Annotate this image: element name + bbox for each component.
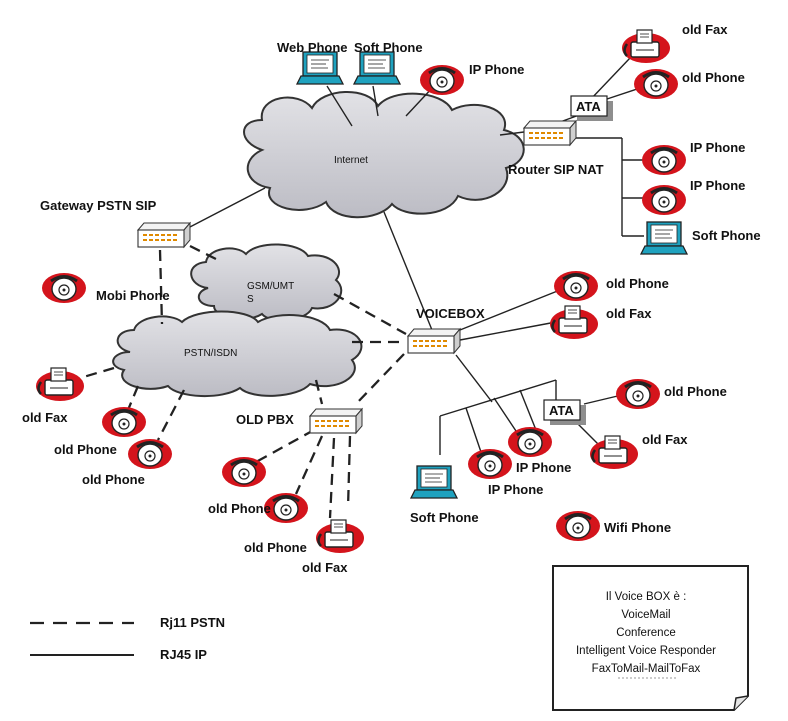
legend-solid-label: RJ45 IP: [160, 647, 207, 662]
ip-phone-b1-icon: [506, 425, 554, 459]
note-line-voicemail: VoiceMail: [621, 609, 671, 621]
ip-phone-b2-label: IP Phone: [488, 482, 543, 497]
old-phone-left2-icon: [126, 437, 174, 471]
router-label: Router SIP NAT: [508, 162, 604, 177]
legend-dashed-label: Rj11 PSTN: [160, 615, 225, 630]
old-fax-top-label: old Fax: [682, 22, 728, 37]
gateway-pstn-sip-icon: [137, 222, 191, 248]
old-phone-left1-label: old Phone: [54, 442, 117, 457]
voicebox-label: VOICEBOX: [416, 306, 485, 321]
gsm-label-line1: GSM/UMT: [247, 281, 294, 292]
ip-phone-b2-icon: [466, 447, 514, 481]
old-phone-left1-icon: [100, 405, 148, 439]
voicebox-icon: [407, 328, 461, 354]
mobi-phone-icon: [40, 271, 88, 305]
ip-phone-r2-icon: [640, 183, 688, 217]
ata-top-label: ATA: [576, 99, 601, 114]
web-phone-laptop-icon: [296, 51, 344, 85]
ip-phone-r2-label: IP Phone: [690, 178, 745, 193]
ip-phone-top-icon: [418, 63, 466, 97]
note-line-conference: Conference: [616, 627, 676, 639]
old-phone-left2-label: old Phone: [82, 472, 145, 487]
internet-label: Internet: [334, 155, 368, 166]
old-pbx-icon: [309, 408, 363, 434]
old-fax-vb-label: old Fax: [606, 306, 652, 321]
legend: Rj11 PSTN RJ45 IP: [30, 615, 225, 662]
old-fax-ata-label: old Fax: [642, 432, 688, 447]
soft-phone-top-label: Soft Phone: [354, 40, 423, 55]
gsm-label-line2: S: [247, 294, 254, 305]
old-phone-vb-icon: [552, 269, 600, 303]
web-phone-label: Web Phone: [277, 40, 348, 55]
old-phone-pbx2-label: old Phone: [244, 540, 307, 555]
ata-top-box: ATA: [570, 95, 613, 121]
ata-bottom-box: ATA: [543, 399, 586, 425]
note-line-ivr: Intelligent Voice Responder: [575, 645, 716, 657]
ip-phone-r1-label: IP Phone: [690, 140, 745, 155]
note-card: [552, 565, 749, 711]
old-phone-vb-label: old Phone: [606, 276, 669, 291]
wifi-phone-label: Wifi Phone: [604, 520, 671, 535]
soft-phone-right-icon: [640, 221, 688, 255]
old-fax-left-icon: [34, 366, 86, 403]
soft-phone-bottom-label: Soft Phone: [410, 510, 479, 525]
soft-phone-right-label: Soft Phone: [692, 228, 761, 243]
soft-phone-laptop-icon: [353, 51, 401, 85]
router-sip-nat-icon: [523, 120, 577, 146]
gateway-label: Gateway PSTN SIP: [40, 198, 157, 213]
old-phone-pbx1-icon: [220, 455, 268, 489]
pstn-label: PSTN/ISDN: [184, 348, 237, 359]
wifi-phone-icon: [554, 509, 602, 543]
ip-phone-b1-label: IP Phone: [516, 460, 571, 475]
old-fax-left-label: old Fax: [22, 410, 68, 425]
old-phone-top-label: old Phone: [682, 70, 745, 85]
old-fax-top-icon: [620, 28, 672, 65]
old-fax-pbx-icon: [314, 518, 366, 555]
pstn-links: [79, 244, 407, 519]
pstn-cloud: [112, 310, 363, 397]
old-phone-ata-label: old Phone: [664, 384, 727, 399]
old-fax-ata-icon: [588, 434, 640, 471]
old-fax-vb-icon: [548, 304, 600, 341]
old-pbx-label: OLD PBX: [236, 412, 294, 427]
old-phone-pbx1-label: old Phone: [208, 501, 271, 516]
note-title: Il Voice BOX è :: [605, 591, 687, 603]
note-line-fax: FaxToMail-MailToFax: [591, 663, 701, 675]
ip-phone-r1-icon: [640, 143, 688, 177]
ata-bottom-label: ATA: [549, 403, 574, 418]
internet-cloud: [243, 91, 525, 219]
soft-phone-bottom-icon: [410, 465, 458, 499]
old-phone-top-icon: [632, 67, 680, 101]
note-text: Il Voice BOX è : VoiceMail Conference In…: [560, 564, 732, 704]
ip-phone-top-label: IP Phone: [469, 62, 524, 77]
mobi-phone-label: Mobi Phone: [96, 288, 170, 303]
old-fax-pbx-label: old Fax: [302, 560, 348, 575]
old-phone-ata-icon: [614, 377, 662, 411]
